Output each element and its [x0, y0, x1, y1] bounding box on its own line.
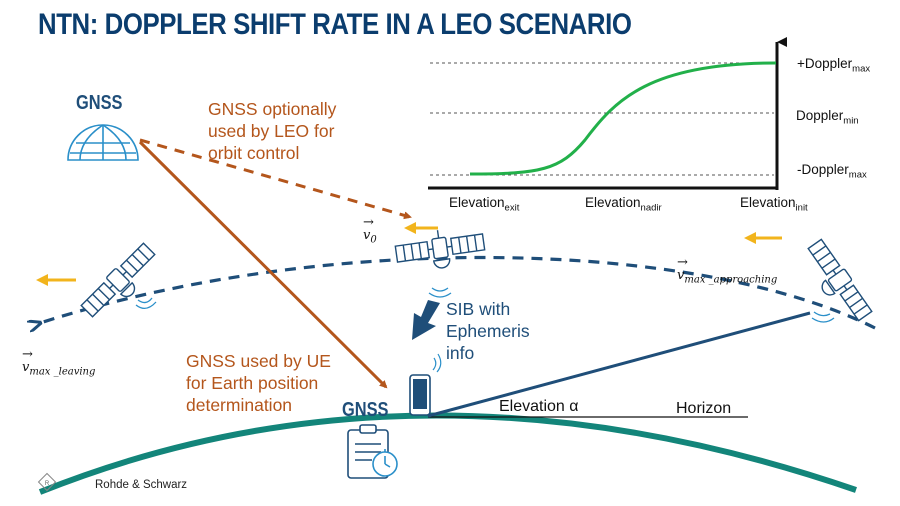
y-label-doppler-min: Dopplermin [796, 108, 859, 127]
gnss-ue-arrow [138, 140, 388, 389]
velocity-arrow-leaving [36, 274, 76, 286]
gnss-globe-icon [67, 124, 139, 161]
ue-phone-icon [409, 353, 442, 416]
brand-name: Rohde & Schwarz [95, 479, 188, 491]
signal-waves-icon [135, 287, 835, 323]
note-sib: SIB with Ephemeris info [446, 299, 530, 363]
velocity-label-leaving: →vmax _leaving [22, 347, 96, 378]
brand-logo: R [37, 472, 57, 492]
note-gnss-ue: GNSS used by UE for Earth position deter… [186, 351, 331, 415]
velocity-arrow-v0 [404, 222, 438, 234]
velocity-arrow-approaching [744, 232, 782, 244]
satellite-orbit [40, 255, 876, 328]
sib-arrow [412, 300, 440, 340]
x-label-elevation-exit: Elevationexit [449, 195, 520, 214]
satellite-approaching-icon [807, 238, 873, 322]
x-label-elevation-nadir: Elevationnadir [585, 195, 662, 214]
y-label-minus-doppler-max: -Dopplermax [797, 162, 867, 181]
x-label-elevation-init: Elevationinit [740, 195, 808, 214]
elevation-line [427, 311, 811, 418]
horizon-label: Horizon [676, 400, 732, 417]
satellite-leaving-icon [80, 242, 156, 318]
velocity-label-approaching: →vmax _approaching [677, 255, 778, 286]
svg-text:R: R [45, 481, 50, 487]
gnss-label-bottom: GNSS [342, 399, 389, 421]
note-gnss-leo: GNSS optionally used by LEO for orbit co… [208, 99, 337, 163]
clipboard-stopwatch-icon [347, 424, 398, 479]
satellite-center-icon [394, 230, 486, 269]
elevation-alpha-label: Elevation α [499, 398, 579, 415]
velocity-label-v0: →v0 [363, 215, 377, 246]
page-title: NTN: DOPPLER SHIFT RATE IN A LEO SCENARI… [38, 8, 632, 41]
doppler-curve [469, 61, 777, 176]
gnss-label-top: GNSS [76, 92, 123, 114]
y-label-plus-doppler-max: +Dopplermax [797, 56, 871, 75]
